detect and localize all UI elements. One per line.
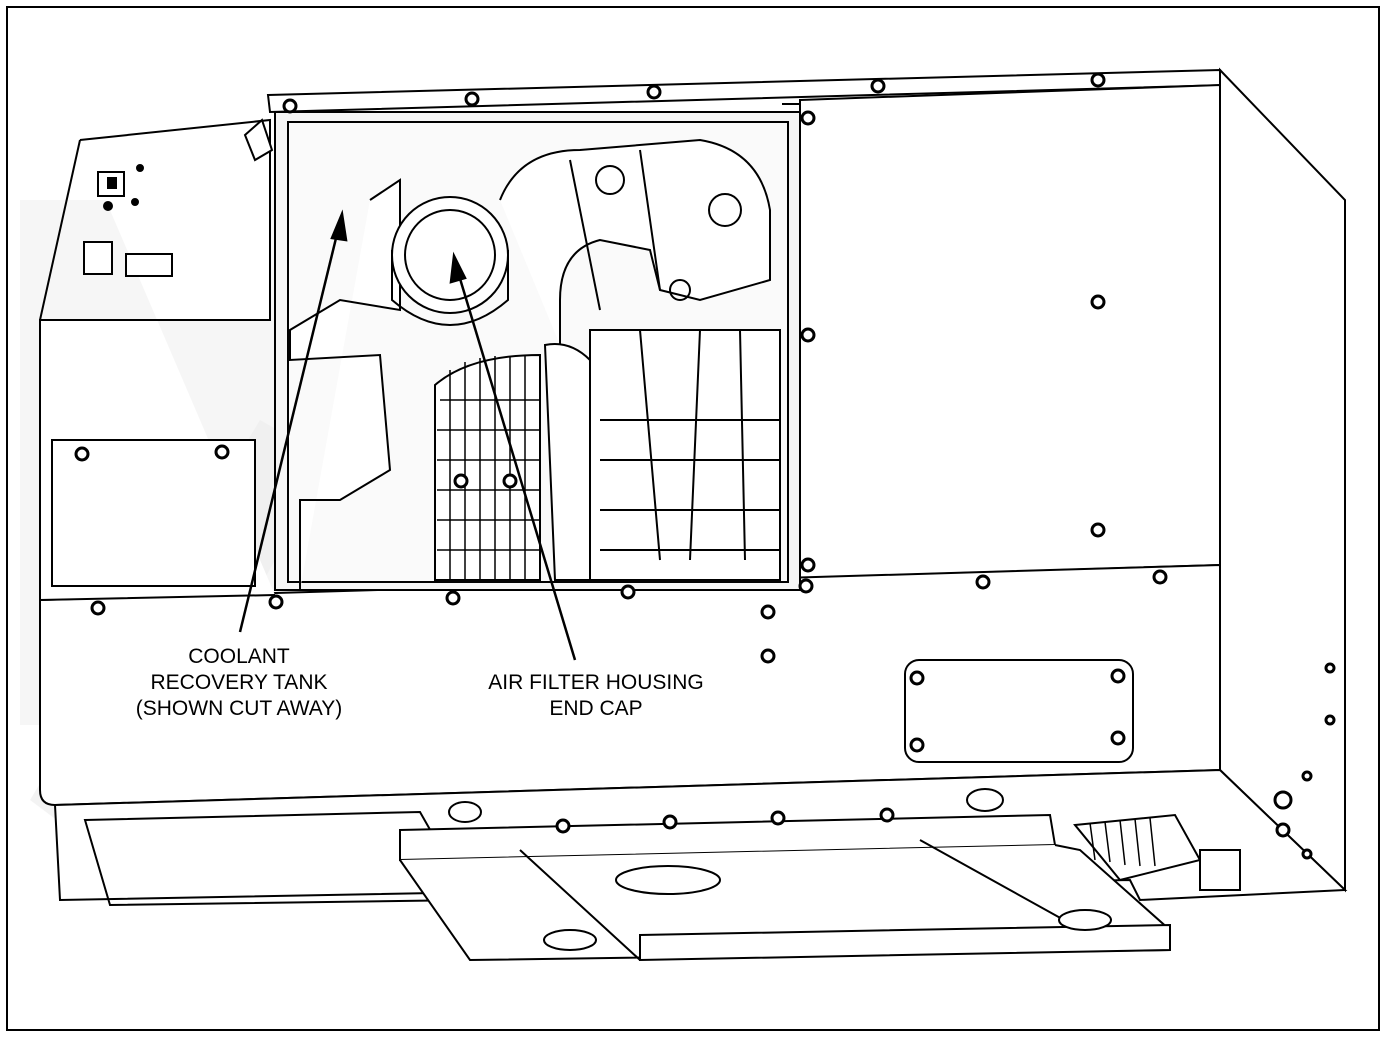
coolant-label-line-1: COOLANT <box>188 645 290 668</box>
fasteners <box>74 72 1336 860</box>
engine-internals <box>289 138 781 590</box>
leader-arrows <box>238 209 577 661</box>
coolant-recovery-tank-label: COOLANT RECOVERY TANK (SHOWN CUT AWAY) <box>92 640 386 726</box>
coolant-label-line-3: (SHOWN CUT AWAY) <box>135 697 343 720</box>
coolant-label-line-2: RECOVERY TANK <box>150 671 328 694</box>
mounting-base <box>399 788 1241 962</box>
air-filter-label-line-2: END CAP <box>549 697 643 720</box>
access-plate <box>904 659 1134 763</box>
air-filter-housing-label: AIR FILTER HOUSING END CAP <box>448 666 744 726</box>
air-filter-label-line-1: AIR FILTER HOUSING <box>488 671 704 694</box>
control-panel <box>83 118 274 277</box>
